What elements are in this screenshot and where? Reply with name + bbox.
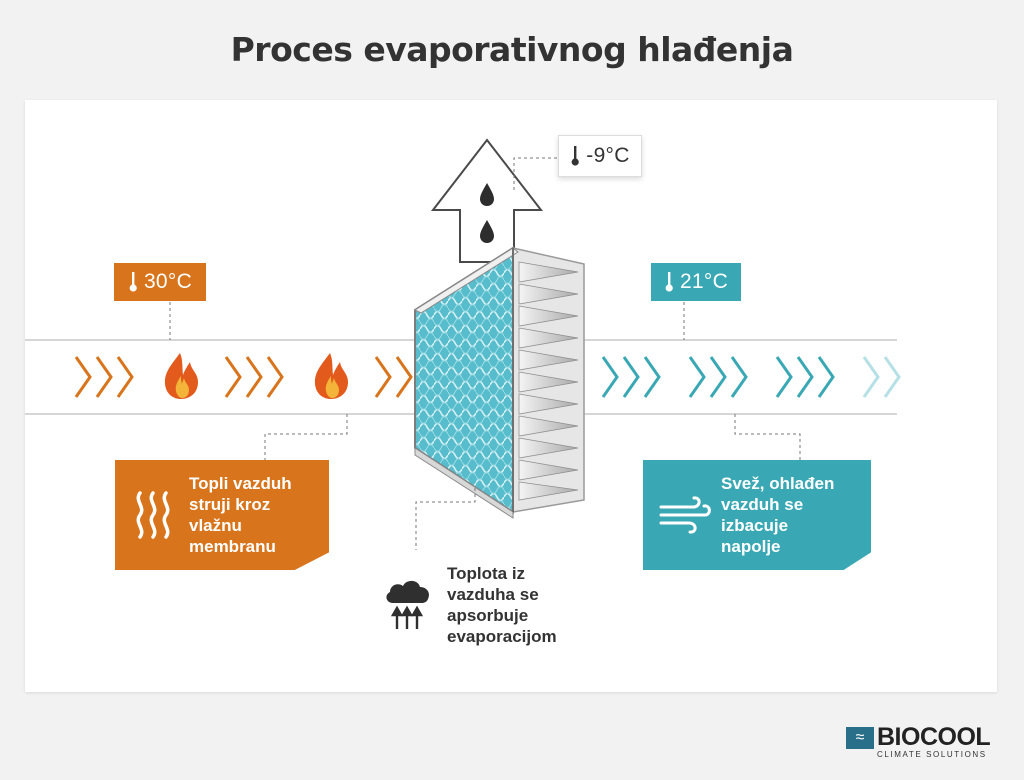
- brand-mark-icon: ≈: [846, 727, 874, 749]
- cool-chevrons-3: [775, 356, 835, 398]
- water-drop-icon: [480, 220, 494, 243]
- page-title: Proces evaporativnog hlađenja: [230, 30, 794, 69]
- warm-chevrons-1: [74, 356, 134, 398]
- exhaust-temperature-tag: -9°C: [558, 135, 642, 177]
- water-drop-icon: [480, 183, 494, 206]
- brand-logo: ≈ BIOCOOL CLIMATE SOLUTIONS: [846, 723, 1001, 765]
- cool-air-text: Svež, ohlađen vazduh se izbacuje napolje: [721, 474, 835, 556]
- cool-air-callout: Svež, ohlađen vazduh se izbacuje napolje: [643, 460, 871, 570]
- heat-absorbed-text: Toplota iz vazduha se apsorbuje evaporac…: [447, 564, 557, 646]
- thermometer-icon: [571, 146, 580, 166]
- leader-lines: [169, 157, 801, 550]
- flame-icon: [314, 353, 348, 399]
- brand-name: BIOCOOL: [877, 723, 991, 751]
- inlet-temperature: 30°C: [143, 270, 193, 293]
- thermometer-icon: [129, 272, 137, 292]
- heat-absorbed-callout: Toplota iz vazduha se apsorbuje evaporac…: [367, 550, 606, 660]
- cool-chevrons-2: [688, 356, 748, 398]
- cool-chevrons-1: [601, 356, 661, 398]
- exhaust-arrow: [430, 138, 544, 263]
- inlet-temperature-tag: 30°C: [114, 263, 206, 301]
- cloud-heat-icon: [386, 580, 430, 629]
- wind-icon: [659, 496, 711, 534]
- cool-chevrons-4: [862, 356, 901, 398]
- warm-chevrons-2: [224, 356, 284, 398]
- evaporative-membrane: [413, 246, 585, 519]
- membrane-fins: [518, 261, 579, 501]
- thermometer-icon: [665, 272, 673, 292]
- outlet-temperature-tag: 21°C: [651, 263, 741, 301]
- heat-waves-icon: [136, 491, 170, 539]
- warm-air-callout: Topli vazduh struji kroz vlažnu membranu: [115, 460, 329, 570]
- outlet-temperature: 21°C: [679, 270, 729, 293]
- warm-air-text: Topli vazduh struji kroz vlažnu membranu: [189, 474, 292, 556]
- flame-icon: [164, 353, 198, 399]
- exhaust-temperature: -9°C: [586, 144, 630, 167]
- brand-tagline: CLIMATE SOLUTIONS: [877, 750, 987, 759]
- air-duct: [25, 339, 897, 415]
